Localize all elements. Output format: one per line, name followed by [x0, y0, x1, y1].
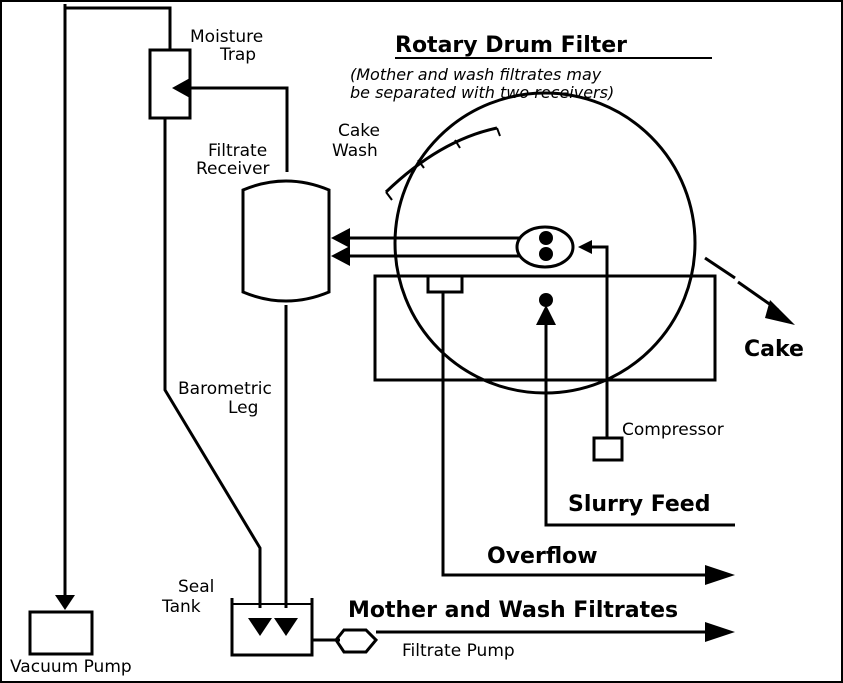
filtrate-out-arrow	[705, 622, 735, 642]
label-cake-wash-2: Wash	[332, 141, 378, 161]
vacuum-arrow	[55, 595, 75, 610]
valve-hub	[515, 225, 575, 269]
slurry-feed-nozzle	[539, 293, 553, 307]
label-tank: Tank	[161, 597, 201, 617]
barometric-leg-line	[163, 118, 262, 608]
wash-nozzle-3	[454, 139, 461, 149]
compressor-line	[592, 245, 609, 438]
valve-port-bottom	[539, 247, 553, 261]
slurry-feed-line	[544, 320, 735, 527]
overflow-arrow	[705, 565, 735, 585]
label-compressor: Compressor	[622, 420, 724, 440]
wash-spray-pipe	[384, 126, 498, 194]
label-filtrate: Filtrate	[208, 141, 267, 161]
wash-nozzle-2	[417, 159, 425, 169]
compressor-box	[592, 436, 624, 462]
vacuum-line-top	[65, 6, 172, 50]
label-cake-wash-1: Cake	[338, 121, 380, 141]
label-vacuum-pump: Vacuum Pump	[10, 657, 132, 677]
filtrate-receiver	[241, 179, 331, 303]
label-overflow: Overflow	[487, 544, 598, 569]
label-receiver: Receiver	[196, 159, 270, 179]
wash-nozzle-4	[496, 127, 501, 137]
wash-nozzle-1	[385, 191, 393, 201]
trap-inlet-arrow	[172, 78, 190, 98]
vacuum-pump	[28, 610, 94, 656]
subtitle-line-2: be separated with two receivers)	[350, 83, 614, 102]
label-filtrate-pump: Filtrate Pump	[402, 641, 515, 661]
cake-discharge-arrow	[765, 300, 795, 325]
diagram-title: Rotary Drum Filter	[395, 33, 627, 58]
label-barometric: Barometric	[178, 379, 272, 399]
compressor-arrow	[578, 240, 592, 254]
scraper-blade	[704, 256, 736, 280]
seal-tank	[230, 598, 314, 657]
label-moisture: Moisture	[190, 27, 263, 47]
seal-arrow-right	[274, 618, 298, 636]
subtitle-line-1: (Mother and wash filtrates may	[350, 65, 602, 84]
label-slurry-feed: Slurry Feed	[568, 492, 710, 517]
overflow-line	[441, 292, 710, 577]
label-mother-wash: Mother and Wash Filtrates	[348, 598, 678, 623]
label-cake-out: Cake	[744, 337, 804, 362]
label-trap: Trap	[219, 45, 256, 65]
seal-arrow-left	[248, 618, 272, 636]
overflow-port	[426, 274, 464, 294]
label-leg: Leg	[228, 398, 258, 418]
receiver-arrow-1	[331, 228, 350, 248]
label-seal: Seal	[178, 577, 214, 597]
receiver-to-trap-line	[190, 86, 289, 172]
valve-port-top	[539, 231, 553, 245]
slurry-feed-arrow	[536, 305, 556, 325]
filtrate-pump-symbol	[334, 628, 379, 654]
receiver-arrow-2	[331, 246, 350, 266]
